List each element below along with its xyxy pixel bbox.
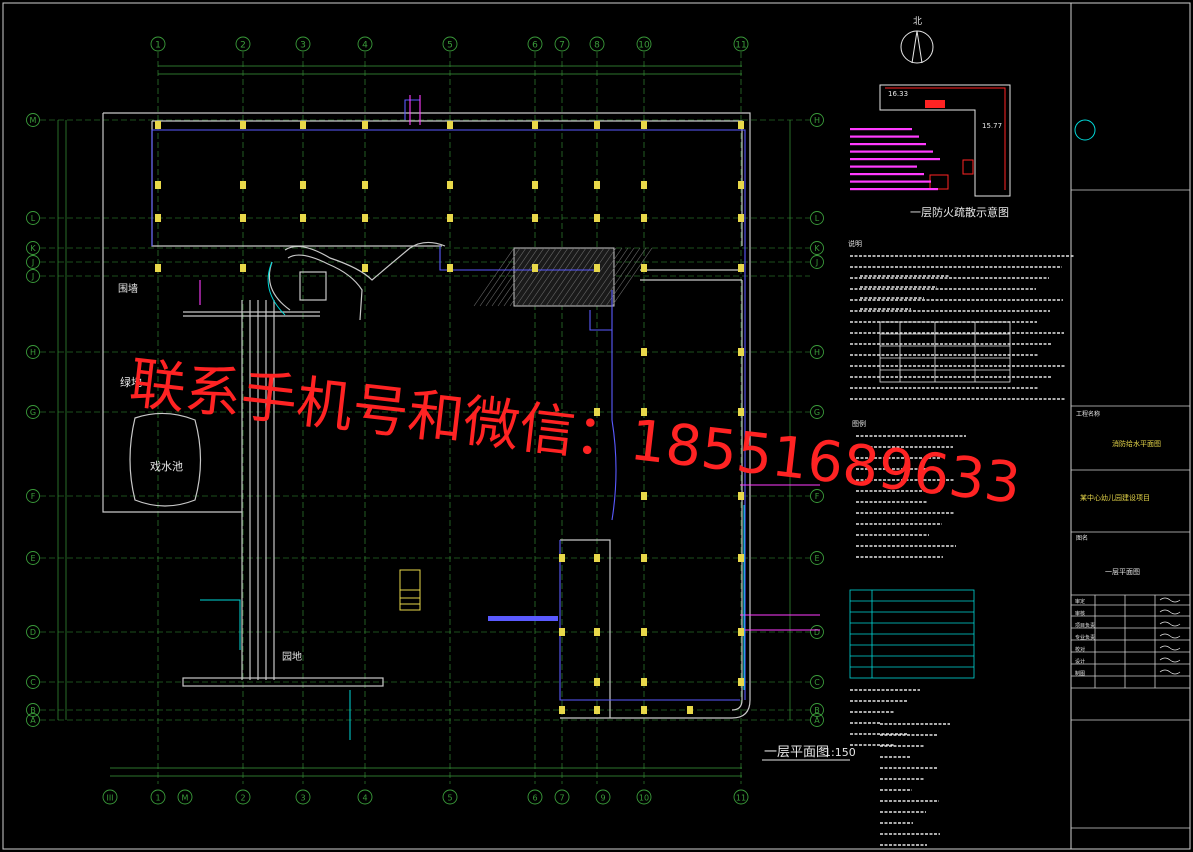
compass-label: 北	[913, 16, 922, 27]
sign-row-label: 设计	[1075, 658, 1085, 665]
grid-bubble-left: B	[30, 706, 36, 715]
grid-bubble-bottom: 6	[532, 794, 537, 803]
grid-lines	[40, 52, 810, 784]
grid-bubble-right: F	[815, 492, 820, 501]
grid-bubble-right: G	[814, 408, 820, 417]
grid-bubble-top: 11	[735, 41, 746, 51]
drain-bar	[488, 616, 558, 621]
pipes-magenta	[199, 95, 820, 631]
drawing-scale: 1:150	[824, 746, 856, 759]
grid-bubble-bottom: 7	[559, 794, 564, 803]
design-notes	[850, 255, 1075, 846]
grid-bubble-right: J	[815, 258, 818, 267]
notes-header: 说明	[848, 239, 862, 248]
building-walls	[102, 112, 751, 719]
grid-bubble-top: 7	[559, 41, 565, 51]
grid-bubble-right: H	[814, 116, 820, 125]
structural-columns	[155, 121, 744, 714]
grid-bubble-bottom: M	[182, 794, 189, 803]
drawing-name-label: 图名	[1076, 534, 1088, 542]
inset-title: 一层防火疏散示意图	[910, 205, 1009, 219]
sign-row-label: 审定	[1075, 598, 1085, 605]
hatched-courtyard	[473, 247, 653, 307]
inset-level-a: 16.33	[888, 90, 908, 98]
grid-bubble-top: 10	[638, 41, 650, 51]
grid-bubble-top: 5	[447, 41, 453, 51]
grid-bubble-bottom: 5	[447, 794, 452, 803]
grid-bubble-top: 1	[155, 41, 161, 51]
grid-bubble-left: G	[30, 408, 36, 417]
grid-bubble-right: C	[814, 678, 820, 687]
grid-bubble-top: 2	[240, 41, 246, 51]
grid-bubble-left: A	[30, 716, 36, 725]
room-label-lawn-top: 围墙	[118, 282, 138, 295]
grid-bubble-left: J	[31, 258, 34, 267]
grid-bubble-bottom: 10	[639, 794, 649, 803]
room-label-lawn: 绿地	[120, 375, 142, 389]
grid-bubble-right: D	[814, 628, 820, 637]
pipes-blue	[151, 99, 746, 701]
stair-bottom	[399, 569, 421, 611]
grid-bubble-left: H	[30, 348, 36, 357]
inset-level-b: 15.77	[982, 122, 1002, 130]
grid-bubble-bottom: 2	[240, 794, 245, 803]
project-label: 工程名称	[1076, 410, 1100, 418]
pool-outline	[129, 412, 202, 507]
grid-bubble-right: B	[814, 706, 820, 715]
grid-bubble-bottom: III	[106, 794, 113, 803]
grid-bubble-right: L	[815, 214, 820, 223]
entry-curve	[268, 241, 446, 321]
sign-row-label: 专业负责	[1075, 634, 1095, 641]
grid-bubble-right: A	[814, 716, 820, 725]
grid-bubble-right: H	[814, 348, 820, 357]
drawing-title: 一层平面图	[764, 745, 829, 760]
pipes-cyan	[200, 261, 745, 740]
north-arrow	[900, 30, 934, 64]
grid-bubble-bottom: 3	[300, 794, 305, 803]
room-label-garden: 园地	[282, 650, 302, 663]
legend-header: 图例	[852, 419, 866, 428]
room-label-pool: 戏水池	[150, 460, 183, 473]
sign-row-label: 项目负责	[1075, 622, 1095, 629]
sign-row-label: 制图	[1075, 670, 1085, 677]
grid-bubble-left: K	[30, 244, 36, 253]
grid-bubble-top: 8	[594, 41, 600, 51]
dimension-lines	[57, 65, 791, 777]
company-logo	[1074, 119, 1096, 141]
grid-bubble-left: C	[30, 678, 36, 687]
grid-bubble-right: E	[814, 554, 819, 563]
area-table	[879, 321, 1011, 383]
grid-bubble-bottom: 1	[155, 794, 160, 803]
grid-bubble-left: M	[30, 116, 37, 125]
drawing-name: 一层平面图	[1105, 568, 1140, 576]
title-block-rules	[1071, 189, 1190, 829]
grid-bubble-top: 6	[532, 41, 538, 51]
grid-bubble-left: E	[30, 554, 35, 563]
evacuation-inset	[850, 84, 1011, 197]
subproject-name: 消防给水平面图	[1112, 439, 1161, 448]
grid-bubble-left: L	[31, 214, 36, 223]
sign-row-label: 审核	[1075, 610, 1085, 617]
project-name: 某中心幼儿园建设项目	[1080, 493, 1150, 502]
legend-table	[849, 589, 975, 679]
grid-bubble-right: K	[814, 244, 820, 253]
sign-row-label: 校对	[1075, 646, 1085, 653]
grid-bubble-bottom: 4	[362, 794, 367, 803]
grid-bubble-top: 3	[300, 41, 306, 51]
grid-bubble-bottom: 11	[736, 794, 746, 803]
grid-bubble-top: 4	[362, 41, 368, 51]
grid-bubble-left: D	[30, 628, 36, 637]
grid-bubble-bottom: 9	[600, 794, 605, 803]
grid-bubble-left: J	[31, 272, 34, 281]
grid-bubble-left: F	[31, 492, 36, 501]
